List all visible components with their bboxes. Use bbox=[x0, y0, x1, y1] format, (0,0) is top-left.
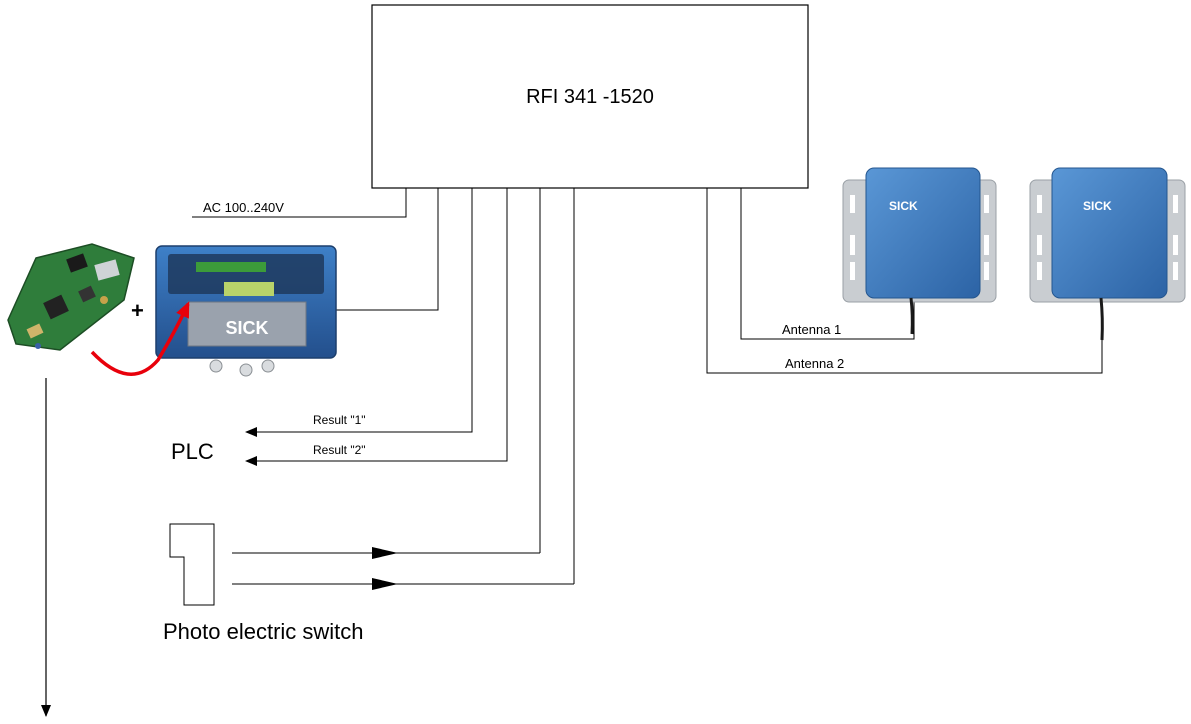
power-line: AC 100..240V bbox=[192, 188, 407, 218]
sensor-arrow-1 bbox=[372, 547, 398, 559]
rfid-reader-box: RFI 341 -1520 bbox=[371, 4, 809, 189]
enclosure-connection-line bbox=[336, 188, 439, 311]
antenna-lines: Antenna 1 Antenna 2 bbox=[706, 188, 1103, 374]
sensor-arrow-2 bbox=[372, 578, 398, 590]
result-2-label: Result "2" bbox=[313, 443, 366, 457]
plc-label: PLC bbox=[171, 439, 214, 464]
photo-switch-symbol: Photo electric switch bbox=[163, 523, 364, 644]
antenna-1-label: Antenna 1 bbox=[782, 322, 841, 337]
photo-switch-label: Photo electric switch bbox=[163, 619, 364, 644]
plc-result-lines: Result "1" Result "2" PLC bbox=[171, 188, 508, 466]
reader-label: RFI 341 -1520 bbox=[526, 86, 654, 108]
result-1-label: Result "1" bbox=[313, 413, 366, 427]
insert-module-arrow bbox=[90, 301, 190, 376]
antenna-2-brand: SICK bbox=[1083, 199, 1112, 213]
antenna-2-label: Antenna 2 bbox=[785, 356, 844, 371]
plus-sign: + bbox=[131, 298, 144, 323]
antenna-1-brand: SICK bbox=[889, 199, 918, 213]
power-label: AC 100..240V bbox=[203, 200, 284, 215]
antenna-2: SICK bbox=[1029, 167, 1186, 341]
sensor-lines bbox=[232, 188, 575, 590]
reader-enclosure-image: SICK bbox=[155, 245, 337, 377]
pcb-module-image bbox=[7, 243, 135, 351]
antenna-1: SICK bbox=[842, 167, 997, 335]
enclosure-brand: SICK bbox=[225, 318, 268, 338]
